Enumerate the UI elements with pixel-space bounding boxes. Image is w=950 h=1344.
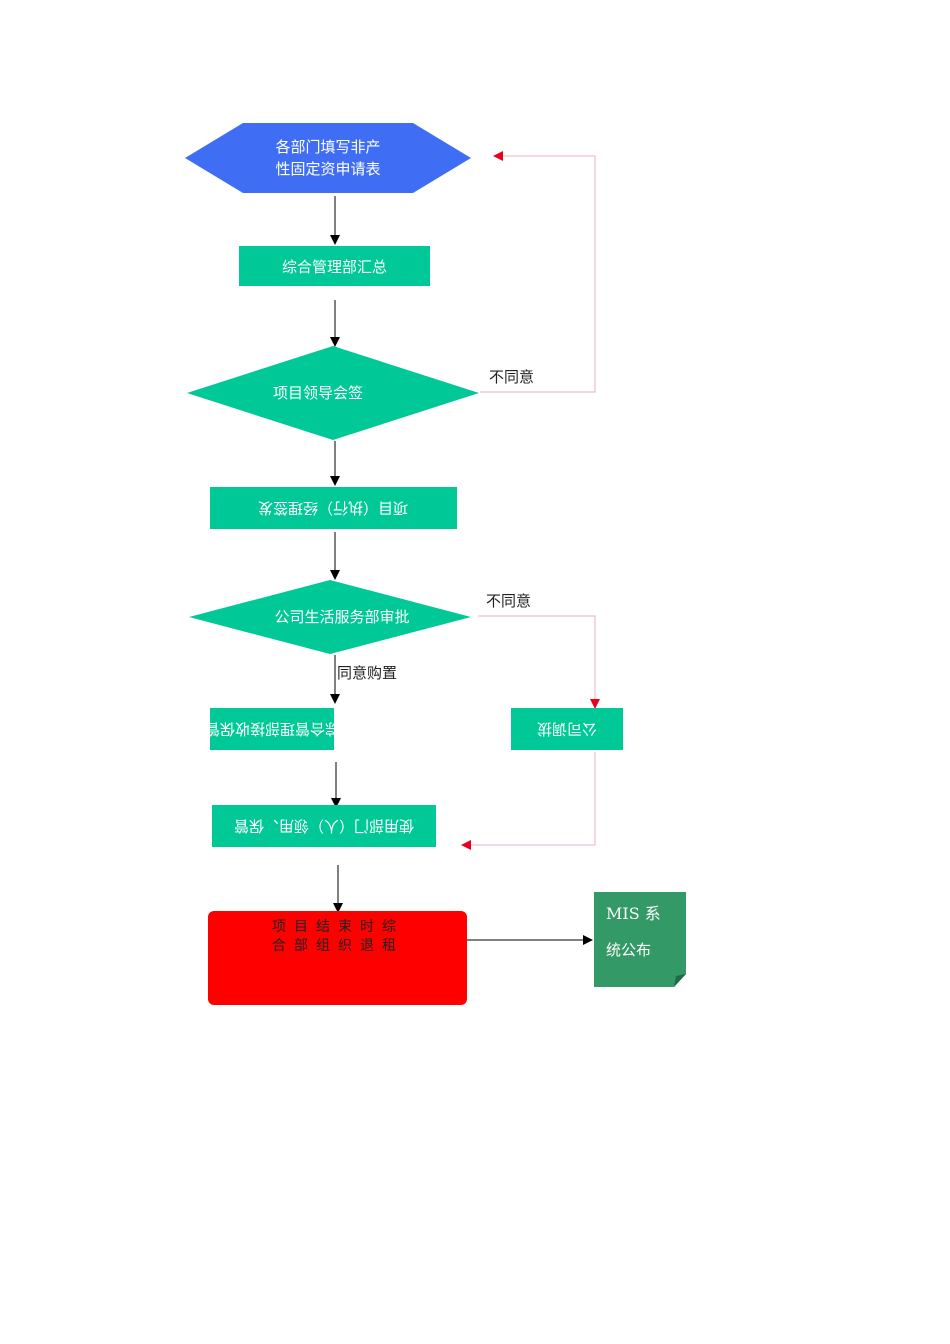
manager-sign-label: 项目（执行）经理签发 bbox=[258, 498, 409, 517]
accept-box: 综合管理部接收保管 bbox=[210, 708, 334, 750]
end-box bbox=[208, 911, 467, 1005]
publish-line-2: 统公布 bbox=[606, 941, 652, 959]
label-disagree-1: 不同意 bbox=[489, 368, 535, 386]
end-line-1: 项目结束时综 bbox=[272, 919, 404, 935]
transfer-box: 公司调拔 bbox=[511, 708, 623, 750]
end-text: 项目结束时综 合部组织退租 bbox=[272, 918, 422, 956]
label-disagree-2: 不同意 bbox=[486, 592, 532, 610]
leader-sign-label: 项目领导会签 bbox=[272, 384, 363, 402]
transfer-label: 公司调拔 bbox=[536, 719, 597, 738]
publish-line-1: MIS 系 bbox=[606, 904, 661, 923]
start-line-1: 各部门填写非产 bbox=[275, 138, 381, 156]
leader-sign-diamond: 项目领导会签 bbox=[187, 346, 479, 440]
manager-sign-box: 项目（执行）经理签发 bbox=[210, 487, 457, 529]
start-line-2: 性固定资申请表 bbox=[275, 160, 381, 178]
arrow-transfer-to-use bbox=[461, 752, 596, 850]
summary-box: 综合管理部汇总 bbox=[239, 246, 430, 286]
arrow-approval-disagree-to-transfer bbox=[478, 615, 600, 709]
approval-label: 公司生活服务部审批 bbox=[274, 608, 410, 626]
use-box: 使用部门（人）领用、保管 bbox=[212, 805, 436, 847]
use-label: 使用部门（人）领用、保管 bbox=[233, 816, 414, 835]
publish-document: MIS 系 统公布 bbox=[594, 892, 686, 987]
start-hexagon: 各部门填写非产 性固定资申请表 bbox=[185, 123, 471, 193]
approval-diamond: 公司生活服务部审批 bbox=[189, 580, 471, 654]
summary-label: 综合管理部汇总 bbox=[281, 257, 387, 276]
arrow-leader-disagree-feedback bbox=[480, 151, 596, 393]
label-agree-purchase: 同意购置 bbox=[337, 664, 398, 682]
end-line-2: 合部组织退租 bbox=[272, 938, 404, 954]
accept-label: 综合管理部接收保管 bbox=[210, 719, 334, 738]
